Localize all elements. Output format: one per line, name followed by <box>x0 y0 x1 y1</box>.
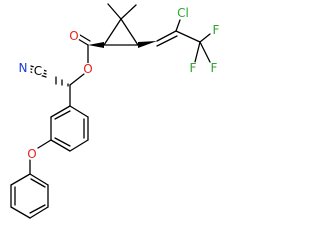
atom-oxygen-ester: O <box>82 62 94 76</box>
label-o-ester: O <box>83 62 92 76</box>
bond-ring1-d2 <box>54 137 71 147</box>
label-c: C <box>34 64 42 78</box>
label-f1: F <box>213 23 220 37</box>
bond-carbonyl-double-a <box>77 38 89 46</box>
bond-c-cl <box>175 19 181 32</box>
bond-cf3-f3 <box>194 41 201 63</box>
atom-chlorine: Cl <box>174 6 192 20</box>
atom-labels: O O N C O Cl F F <box>17 6 222 161</box>
bond-c-cf3 <box>175 30 201 43</box>
bond-ring2-c <box>29 206 49 219</box>
bond-ester-o-ch <box>69 73 85 86</box>
bond-ring2-a <box>29 173 49 186</box>
bond-vinyl-1 <box>156 30 177 42</box>
bond-ring1-d <box>50 139 71 152</box>
bond-methyl-2 <box>120 4 137 20</box>
atom-fluorine-1: F <box>210 23 222 37</box>
label-n: N <box>19 61 28 75</box>
bond-ring2-c2 <box>29 204 46 214</box>
bond-methyl-1 <box>107 3 122 20</box>
bond-ring-c2-c3 <box>120 18 139 46</box>
bond-cf3-f1 <box>199 33 211 43</box>
label-f3: F <box>190 61 197 75</box>
label-o-carbonyl: O <box>69 29 78 43</box>
bonds <box>10 3 211 219</box>
bond-ring2-d <box>10 206 31 219</box>
bond-ring2-f <box>10 173 31 186</box>
atom-nitrile-c: C <box>32 64 44 78</box>
bond-wedge-ring-vinyl <box>138 41 157 48</box>
bond-ring1-a <box>69 105 89 118</box>
bond-ring1-f2 <box>54 110 71 120</box>
bond-hashed-ch-cn <box>55 76 69 87</box>
atom-fluorine-3: F <box>187 61 199 75</box>
label-f2: F <box>211 61 218 75</box>
atom-oxygen-ether: O <box>26 147 38 161</box>
bond-ring-c1-c2 <box>103 18 122 46</box>
bond-carbonyl-double-b <box>79 34 91 42</box>
bond-ring1-f <box>50 105 71 118</box>
bond-ring2-a2 <box>30 178 46 188</box>
atom-oxygen-carbonyl: O <box>68 29 80 43</box>
label-o-ether: O <box>27 147 36 161</box>
molecule-structure: O O N C O Cl F F <box>10 3 222 219</box>
bond-vinyl-2 <box>156 35 178 47</box>
atom-fluorine-2: F <box>208 61 220 75</box>
bond-wedge-ring-ester <box>88 42 104 48</box>
atom-nitrile-n: N <box>17 61 29 75</box>
label-cl: Cl <box>177 6 189 20</box>
bond-ring1-ether <box>37 139 52 149</box>
bond-cf3-f2 <box>199 41 211 63</box>
bond-ring1-c <box>69 139 89 152</box>
